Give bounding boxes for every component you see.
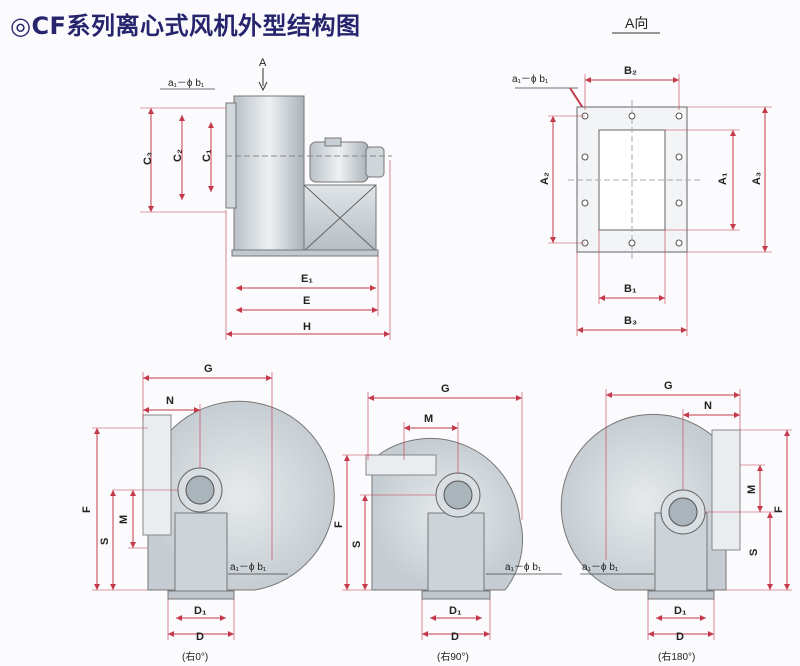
fv3-motor-grill xyxy=(668,497,698,527)
side-bolt-label: a₁－ϕ b₁ xyxy=(168,78,205,89)
outlet-label-a3: A₃ xyxy=(751,172,763,185)
outlet-bolt-label: a₁－ϕ b₁ xyxy=(512,74,549,85)
fv3-label-d1: D₁ xyxy=(674,605,687,617)
fv2-label-d1: D₁ xyxy=(449,605,462,617)
fv3-label-f: F xyxy=(773,506,785,513)
side-label-c1: C₁ xyxy=(201,149,213,162)
fv2-outlet-duct xyxy=(365,454,437,476)
side-motor-fan-cover xyxy=(365,146,385,178)
fv1-label-g: G xyxy=(204,363,213,375)
fv2-label-d: D xyxy=(451,631,459,643)
fv3-outlet-duct xyxy=(711,429,741,551)
side-motor xyxy=(309,141,369,183)
outlet-label-b3: B₃ xyxy=(624,315,637,327)
fv2-caption: (右90°) xyxy=(437,650,469,663)
fv1-label-s: S xyxy=(99,538,111,545)
side-label-h: H xyxy=(303,321,311,333)
view-arrow-head xyxy=(258,81,268,92)
side-fan-casing xyxy=(233,95,305,252)
outlet-bolt-holes xyxy=(581,112,683,247)
side-base-plate xyxy=(231,249,379,257)
fv1-label-d: D xyxy=(196,631,204,643)
outlet-label-b2: B₂ xyxy=(624,65,637,77)
outlet-label-b1: B₁ xyxy=(624,283,637,295)
front-view-right-0: G N F M S a₁－ϕ b₁ D₁ D (右0°) xyxy=(81,363,335,663)
fv2-label-g: G xyxy=(441,383,450,395)
front-view-right-180: G N F M S a₁－ϕ b₁ D₁ D (右180°) xyxy=(560,380,792,663)
fv2-base-plate xyxy=(421,590,491,600)
fv3-caption: (右180°) xyxy=(658,650,695,663)
fv3-label-n: N xyxy=(704,400,712,412)
outlet-label-a1: A₁ xyxy=(717,172,729,185)
fv1-label-d1: D₁ xyxy=(194,605,207,617)
fv2-base-frame xyxy=(427,512,485,592)
outlet-view: a₁－ϕ b₁ B₂ A₂ A₁ A₃ xyxy=(512,65,772,336)
side-label-e: E xyxy=(303,295,310,307)
outlet-label-a2: A₂ xyxy=(539,172,551,185)
fv1-caption: (右0°) xyxy=(182,650,208,663)
fv3-base-plate xyxy=(647,590,715,600)
fv2-label-s: S xyxy=(351,541,363,548)
fv1-label-n: N xyxy=(166,395,174,407)
fv1-label-f: F xyxy=(81,506,93,513)
fv2-label-f: F xyxy=(333,521,345,528)
page-title: ◎CF系列离心式风机外型结构图 xyxy=(10,12,361,40)
fv2-label-m: M xyxy=(424,413,433,425)
fv1-motor-grill xyxy=(185,475,215,505)
fv1-label-m: M xyxy=(118,515,130,524)
side-label-c3: C₃ xyxy=(142,152,154,165)
front-view-right-90: G M F S a₁－ϕ b₁ D₁ D (右90°) xyxy=(333,383,562,663)
view-arrow-label: A xyxy=(259,57,267,69)
fv2-bolt-label: a₁－ϕ b₁ xyxy=(505,562,542,573)
view-a-heading: A向 xyxy=(625,15,648,31)
side-base-brace-2 xyxy=(303,184,377,252)
side-label-c2: C₂ xyxy=(172,149,184,162)
fv1-bolt-label: a₁－ϕ b₁ xyxy=(230,562,267,573)
fv3-bolt-label: a₁－ϕ b₁ xyxy=(582,562,619,573)
fv2-motor-grill xyxy=(443,480,473,510)
side-view: A a₁－ϕ b₁ C₃ C₂ C₁ E₁ E H xyxy=(140,57,392,340)
fv3-label-s: S xyxy=(748,549,760,556)
fv1-outlet-duct xyxy=(142,414,172,536)
fv1-base-frame xyxy=(174,512,228,592)
fv3-label-d: D xyxy=(676,631,684,643)
side-label-e1: E₁ xyxy=(301,273,313,285)
fv3-label-g: G xyxy=(664,380,673,392)
fv1-base-plate xyxy=(167,590,235,600)
side-motor-terminal-box xyxy=(324,137,342,147)
fv3-label-m: M xyxy=(746,485,758,494)
